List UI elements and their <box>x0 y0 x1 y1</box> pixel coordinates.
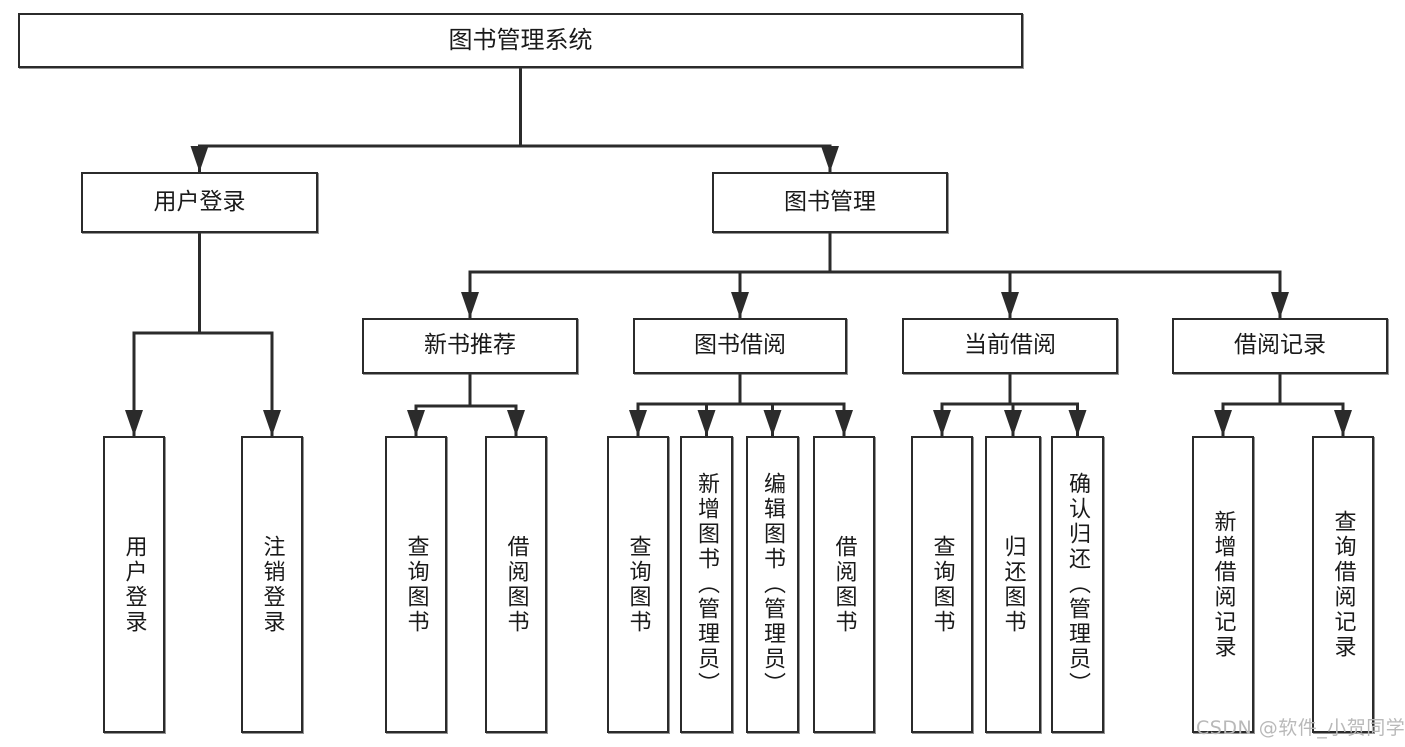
node-label: 新增借阅记录 <box>1210 509 1236 660</box>
node-label: 图书管理 <box>784 188 876 215</box>
connector-arrowhead <box>407 410 425 436</box>
connector-arrowhead <box>1001 292 1019 318</box>
node-book-borrow[interactable]: 图书借阅 <box>633 318 847 374</box>
node-label: 查询图书 <box>403 534 429 635</box>
node-user-login[interactable]: 用户登录 <box>81 172 318 233</box>
node-book-manage[interactable]: 图书管理 <box>712 172 948 233</box>
node-label: 图书借阅 <box>694 332 786 359</box>
node-leaf-query-book-c[interactable]: 查询图书 <box>911 436 973 733</box>
node-label: 新增图书（管理员） <box>694 472 720 697</box>
node-root[interactable]: 图书管理系统 <box>18 13 1023 68</box>
node-leaf-user-login[interactable]: 用户登录 <box>103 436 165 733</box>
node-label: 编辑图书（管理员） <box>760 472 786 697</box>
connector-arrowhead <box>763 410 782 436</box>
node-label: 借阅图书 <box>831 534 857 635</box>
node-leaf-query-book-b[interactable]: 查询图书 <box>607 436 669 733</box>
node-current-borrow[interactable]: 当前借阅 <box>902 318 1118 374</box>
connector-arrowhead <box>1271 292 1289 318</box>
node-new-book-rec[interactable]: 新书推荐 <box>362 318 578 374</box>
node-label: 确认归还（管理员） <box>1065 472 1091 697</box>
node-label: 借阅记录 <box>1234 332 1326 359</box>
connector-arrowhead <box>1004 410 1022 436</box>
node-leaf-return-book[interactable]: 归还图书 <box>985 436 1041 733</box>
node-label: 归还图书 <box>1000 534 1026 635</box>
connector-arrowhead <box>125 410 143 436</box>
connector-arrowhead <box>697 410 716 436</box>
node-leaf-borrow-book-a[interactable]: 借阅图书 <box>485 436 547 733</box>
node-leaf-add-book[interactable]: 新增图书（管理员） <box>680 436 733 733</box>
connector-arrowhead <box>933 410 951 436</box>
node-label: 借阅图书 <box>503 534 529 635</box>
node-leaf-borrow-book-b[interactable]: 借阅图书 <box>813 436 875 733</box>
node-label: 注销登录 <box>259 534 285 635</box>
connector-arrowhead <box>1214 410 1232 436</box>
connector-arrowhead <box>263 410 281 436</box>
node-label: 图书管理系统 <box>448 26 593 55</box>
node-label: 查询借阅记录 <box>1330 509 1356 660</box>
node-label: 新书推荐 <box>424 332 516 359</box>
connector-arrowhead <box>1334 410 1352 436</box>
node-leaf-confirm-return[interactable]: 确认归还（管理员） <box>1051 436 1104 733</box>
node-label: 当前借阅 <box>964 332 1056 359</box>
node-label: 用户登录 <box>153 188 246 215</box>
node-label: 查询图书 <box>929 534 955 635</box>
node-leaf-query-book-a[interactable]: 查询图书 <box>385 436 447 733</box>
connector-arrowhead <box>821 146 839 172</box>
node-leaf-query-record[interactable]: 查询借阅记录 <box>1312 436 1374 733</box>
node-leaf-edit-book[interactable]: 编辑图书（管理员） <box>746 436 799 733</box>
node-borrow-record[interactable]: 借阅记录 <box>1172 318 1388 374</box>
connector-arrowhead <box>835 410 853 436</box>
connector-arrowhead <box>190 146 209 172</box>
connector-arrowhead <box>507 410 525 436</box>
node-leaf-add-record[interactable]: 新增借阅记录 <box>1192 436 1254 733</box>
connector-arrowhead <box>731 292 749 318</box>
connector-arrowhead <box>1068 410 1087 436</box>
node-label: 查询图书 <box>625 534 651 635</box>
node-label: 用户登录 <box>121 534 147 635</box>
connector-arrowhead <box>629 410 647 436</box>
connector-arrowhead <box>461 292 479 318</box>
node-leaf-user-logout[interactable]: 注销登录 <box>241 436 303 733</box>
watermark-text: CSDN @软件_小贺同学 <box>1196 717 1405 739</box>
